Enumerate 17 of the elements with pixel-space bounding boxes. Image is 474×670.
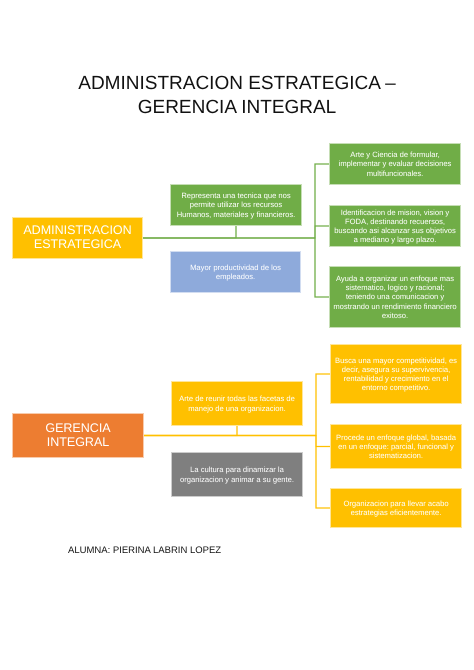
box-text: ADMINISTRACION ESTRATEGICA: [22, 224, 133, 252]
topic-box: [12, 217, 143, 259]
info-box: [330, 344, 462, 404]
author-note: ALUMNA: PIERINA LABRIN LOPEZ: [68, 545, 222, 556]
connector-line: [144, 434, 330, 509]
info-box: [170, 251, 301, 293]
topic-box: [12, 413, 144, 458]
info-box: [170, 184, 302, 226]
connector-line: [143, 237, 329, 298]
info-box: [329, 266, 461, 328]
info-box: [171, 381, 303, 426]
box-text: GERENCIA INTEGRAL: [44, 422, 112, 450]
info-box: [171, 452, 303, 497]
info-box: [330, 424, 462, 469]
info-box: [330, 488, 462, 528]
diagram-title: ADMINISTRACION ESTRATEGICA – GERENCIA INTEGRAL: [77, 72, 397, 120]
info-box: [329, 143, 461, 185]
